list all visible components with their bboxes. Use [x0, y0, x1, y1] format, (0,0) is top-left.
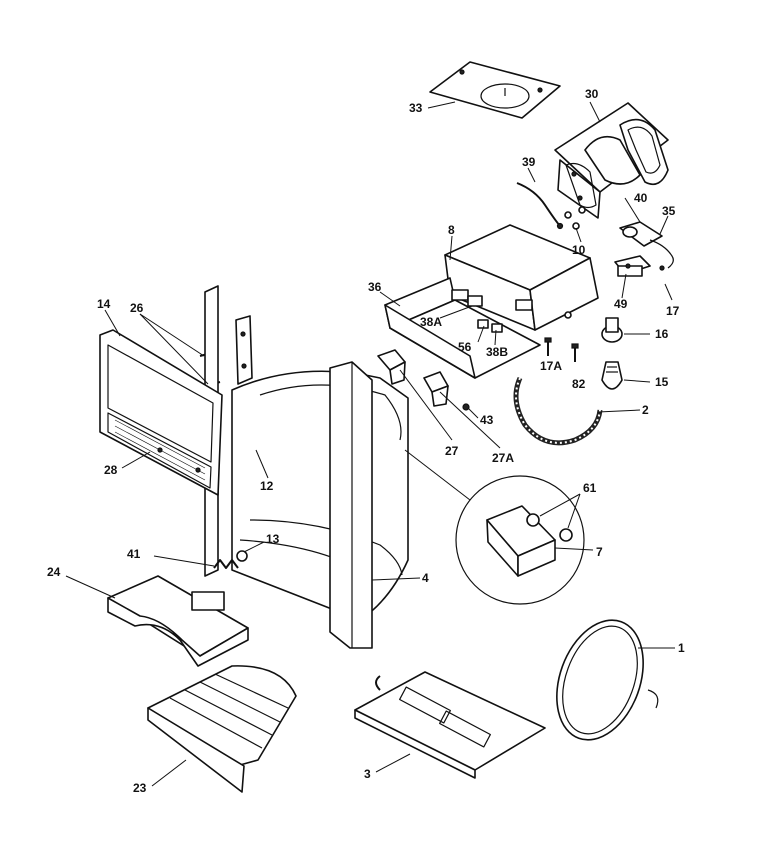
part-16-socket: [601, 317, 623, 343]
label-part-56: 56: [458, 340, 472, 354]
label-part-39: 39: [522, 155, 536, 169]
label-part-82: 82: [572, 377, 586, 391]
label-part-23: 23: [133, 781, 147, 795]
label-part-17: 17: [666, 304, 680, 318]
part-39-wire-lead: [516, 182, 564, 230]
label-part-14: 14: [97, 297, 111, 311]
part-23-grille: [147, 665, 297, 793]
label-part-30: 30: [585, 87, 599, 101]
part-10-screws: [564, 206, 586, 230]
part-4-dispenser-cabinet: [231, 361, 409, 649]
label-part-12: 12: [260, 479, 274, 493]
label-part-15: 15: [655, 375, 669, 389]
label-part-7: 7: [596, 545, 603, 559]
label-part-3: 3: [364, 767, 371, 781]
part-49-switch-block: [614, 255, 665, 277]
label-part-2: 2: [642, 403, 649, 417]
label-part-49: 49: [614, 297, 628, 311]
label-part-40: 40: [634, 191, 648, 205]
part-labels: 33 30 39 40 35 10 8 36 38A 56 38B 49 17 …: [47, 87, 685, 795]
label-part-28: 28: [104, 463, 118, 477]
part-8-36-dispenser-housing: [384, 224, 599, 379]
label-part-17A: 17A: [540, 359, 562, 373]
label-part-13: 13: [266, 532, 280, 546]
part-14-28-front-panel: [99, 329, 223, 496]
part-27-brackets: [377, 349, 449, 407]
label-part-4: 4: [422, 571, 429, 585]
label-part-36: 36: [368, 280, 382, 294]
part-40-35-motor-shaft: [619, 221, 674, 269]
part-17A-82-screws: [544, 337, 579, 362]
label-part-35: 35: [662, 204, 676, 218]
label-part-27A: 27A: [492, 451, 514, 465]
part-24-drip-tray: [107, 575, 249, 667]
part-33-cover-plate: [429, 61, 561, 119]
part-41-13-spring: [213, 550, 248, 569]
part-2-heater-coil: [513, 376, 603, 446]
label-part-41: 41: [127, 547, 141, 561]
leader-lines: [65, 101, 675, 787]
part-3-bottom-plate: [354, 671, 546, 779]
label-part-10: 10: [572, 243, 586, 257]
part-15-bulb: [601, 361, 623, 390]
part-1-gasket-ring: [556, 619, 659, 741]
label-part-26: 26: [130, 301, 144, 315]
label-part-38A: 38A: [420, 315, 442, 329]
label-part-24: 24: [47, 565, 61, 579]
part-30-chute-assembly: [554, 102, 669, 219]
label-part-33: 33: [409, 101, 423, 115]
label-part-43: 43: [480, 413, 494, 427]
label-part-8: 8: [448, 223, 455, 237]
label-part-61: 61: [583, 481, 597, 495]
label-part-38B: 38B: [486, 345, 508, 359]
part-43-screw: [462, 403, 470, 411]
label-part-16: 16: [655, 327, 669, 341]
detail-circle-switch: [455, 475, 585, 605]
label-part-27: 27: [445, 444, 459, 458]
label-part-1: 1: [678, 641, 685, 655]
